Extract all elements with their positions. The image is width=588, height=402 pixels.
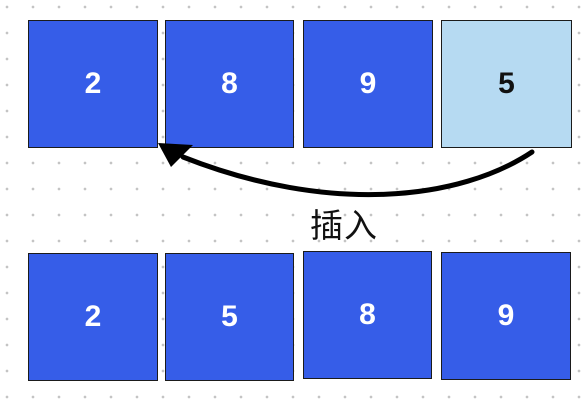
top-row-cell-2: 8	[165, 20, 294, 148]
bottom-row-cell-1: 2	[28, 253, 158, 381]
bottom-row-cell-4: 9	[441, 252, 571, 380]
bottom-row-cell-3-value: 8	[359, 298, 376, 331]
bottom-row-cell-2-value: 5	[221, 300, 238, 333]
insert-label: 插入	[310, 207, 378, 244]
bottom-row-cell-3: 8	[303, 251, 432, 379]
bottom-row-cell-2: 5	[165, 253, 294, 381]
top-row-cell-2-value: 8	[221, 67, 238, 100]
bottom-row-cell-1-value: 2	[84, 300, 102, 333]
top-row-cell-1-value: 2	[84, 67, 102, 100]
top-row-cell-3-value: 9	[359, 67, 377, 100]
top-row-cell-3: 9	[303, 20, 433, 148]
top-row-cell-1: 2	[28, 20, 158, 148]
top-row-cell-4-value: 5	[498, 67, 515, 100]
insert-arrow-head	[158, 143, 193, 167]
insert-arrow-curve	[180, 149, 535, 198]
top-row-cell-4-highlighted: 5	[441, 20, 572, 148]
bottom-row-cell-4-value: 9	[497, 299, 515, 332]
